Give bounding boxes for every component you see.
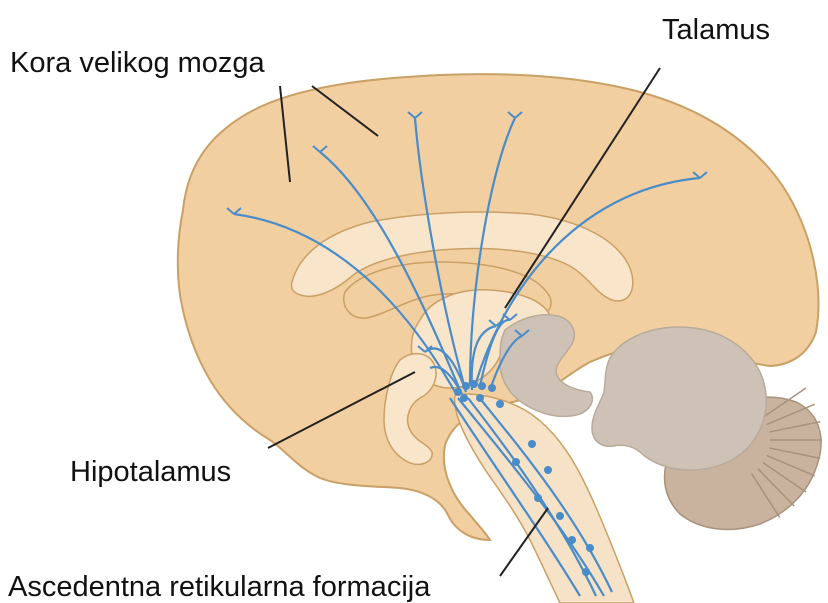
label-hypothalamus: Hipotalamus bbox=[70, 458, 231, 487]
neuron-dot bbox=[582, 568, 590, 576]
neuron-dot bbox=[462, 382, 470, 390]
neuron-dot bbox=[478, 382, 486, 390]
neuron-dot bbox=[534, 494, 542, 502]
label-thalamus: Talamus bbox=[662, 16, 770, 45]
neuron-dot bbox=[496, 400, 504, 408]
neuron-dot bbox=[544, 466, 552, 474]
label-reticular-formation: Ascedentna retikularna formacija bbox=[8, 573, 430, 602]
neuron-dot bbox=[476, 394, 484, 402]
neuron-dot bbox=[488, 384, 496, 392]
neuron-dot bbox=[454, 388, 462, 396]
neuron-dot bbox=[460, 394, 468, 402]
neuron-dot bbox=[568, 536, 576, 544]
neuron-dot bbox=[586, 544, 594, 552]
label-cortex: Kora velikog mozga bbox=[10, 49, 265, 78]
neuron-dot bbox=[512, 458, 520, 466]
neuron-dot bbox=[528, 440, 536, 448]
neuron-dot bbox=[556, 512, 564, 520]
neuron-dot bbox=[470, 380, 478, 388]
